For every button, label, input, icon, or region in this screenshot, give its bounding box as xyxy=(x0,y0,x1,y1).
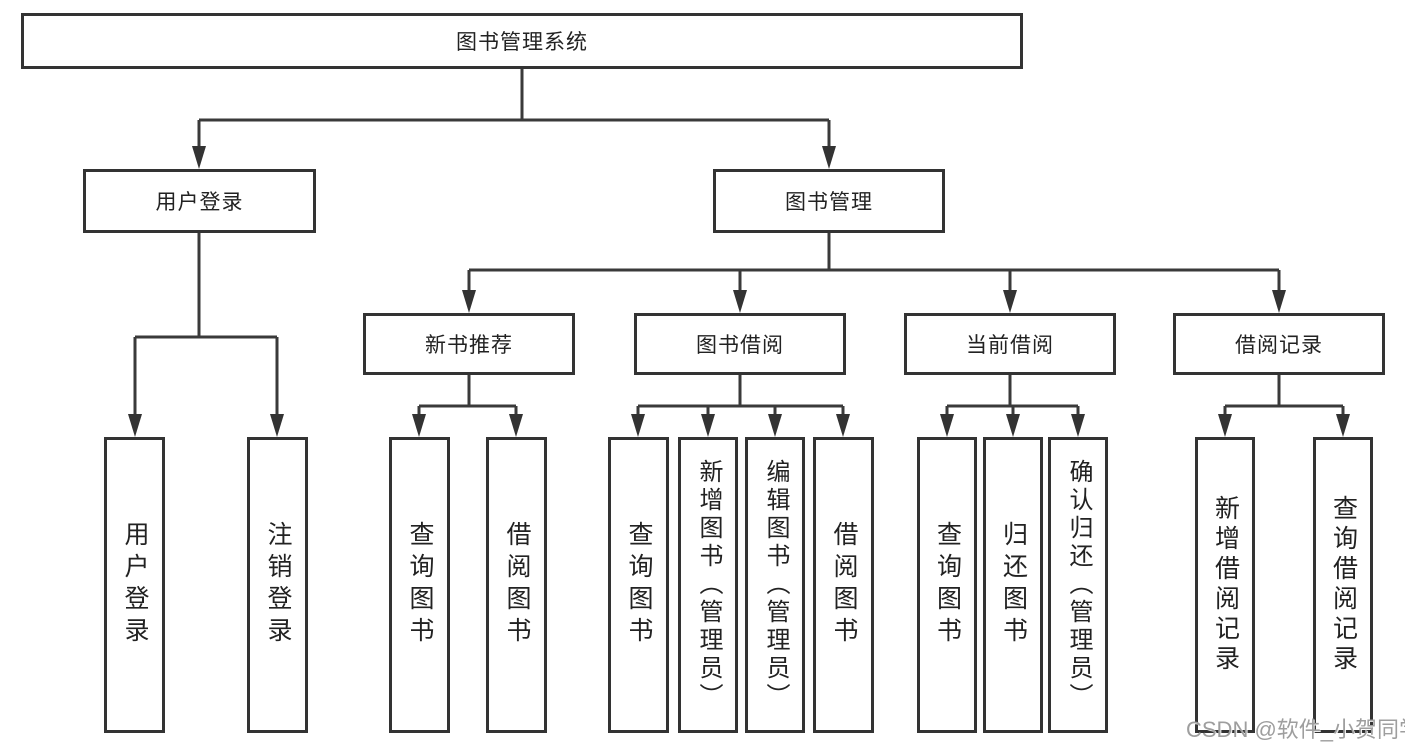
node-borrow-records: 借阅记录 xyxy=(1173,313,1385,375)
node-label: 图书借阅 xyxy=(696,334,784,357)
arrowhead xyxy=(192,146,206,169)
node-label: 借阅图书 xyxy=(503,521,531,649)
edge-new-book-recommend-to-leaves xyxy=(417,375,518,416)
node-label: 归还图书 xyxy=(999,521,1028,649)
arrowhead xyxy=(1218,414,1232,437)
arrowhead xyxy=(1336,414,1350,437)
leaf-add-books-admin: 新增图书（管理员） xyxy=(678,437,738,733)
arrowhead xyxy=(509,414,523,437)
node-label: 用户登录 xyxy=(155,191,244,214)
node-book-management: 图书管理 xyxy=(713,169,945,233)
arrowhead xyxy=(836,414,850,437)
arrowhead xyxy=(822,146,836,169)
node-label: 查询图书 xyxy=(625,521,653,649)
leaf-borrow-books-recommend: 借阅图书 xyxy=(486,437,547,733)
node-label: 新增借阅记录 xyxy=(1211,495,1240,675)
leaf-edit-books-admin: 编辑图书（管理员） xyxy=(745,437,805,733)
node-label: 查询图书 xyxy=(406,521,434,649)
node-current-borrow: 当前借阅 xyxy=(904,313,1116,375)
node-label: 查询图书 xyxy=(933,521,962,649)
arrowhead xyxy=(733,290,747,313)
node-user-login: 用户登录 xyxy=(83,169,316,233)
leaf-query-books-current: 查询图书 xyxy=(917,437,977,733)
node-label: 用户登录 xyxy=(121,521,149,649)
arrowhead xyxy=(631,414,645,437)
arrowhead xyxy=(1071,414,1085,437)
leaf-query-books-recommend: 查询图书 xyxy=(389,437,450,733)
arrowhead xyxy=(462,290,476,313)
node-label: 图书管理 xyxy=(785,191,873,214)
arrowhead xyxy=(1003,290,1017,313)
node-label: 当前借阅 xyxy=(966,334,1054,357)
csdn-watermark: CSDN @软件_小贺同学 xyxy=(1186,717,1405,742)
edge-root-to-level2 xyxy=(197,69,831,148)
leaf-query-borrow-record: 查询借阅记录 xyxy=(1313,437,1373,733)
node-label: 图书管理系统 xyxy=(456,31,588,54)
leaf-query-books-borrow: 查询图书 xyxy=(608,437,669,733)
arrowhead xyxy=(128,414,142,437)
arrowhead xyxy=(1006,414,1020,437)
node-label: 确认归还（管理员） xyxy=(1065,459,1092,711)
leaf-borrow-books: 借阅图书 xyxy=(813,437,874,733)
leaf-user-login: 用户登录 xyxy=(104,437,165,733)
arrowhead xyxy=(701,414,715,437)
arrowhead xyxy=(940,414,954,437)
node-label: 新书推荐 xyxy=(425,334,513,357)
edge-current-borrow-to-leaves xyxy=(945,375,1080,416)
arrowhead xyxy=(270,414,284,437)
arrowhead xyxy=(412,414,426,437)
node-label: 编辑图书（管理员） xyxy=(762,459,789,711)
node-label: 借阅记录 xyxy=(1235,334,1323,357)
edge-borrow-record-to-leaves xyxy=(1223,375,1345,416)
leaf-logout-login: 注销登录 xyxy=(247,437,308,733)
node-book-borrow: 图书借阅 xyxy=(634,313,846,375)
node-label: 新增图书（管理员） xyxy=(695,459,722,711)
node-label: 借阅图书 xyxy=(830,521,858,649)
leaf-confirm-return-admin: 确认归还（管理员） xyxy=(1048,437,1108,733)
edge-user-login-to-leaves xyxy=(133,233,279,416)
node-library-management-system: 图书管理系统 xyxy=(21,13,1023,69)
edge-book-management-to-level3 xyxy=(467,233,1281,292)
node-label: 注销登录 xyxy=(264,521,292,649)
arrowhead xyxy=(1272,290,1286,313)
leaf-add-borrow-record: 新增借阅记录 xyxy=(1195,437,1255,733)
node-label: 查询借阅记录 xyxy=(1329,495,1358,675)
arrowhead xyxy=(768,414,782,437)
node-new-book-recommend: 新书推荐 xyxy=(363,313,575,375)
leaf-return-books: 归还图书 xyxy=(983,437,1043,733)
edge-book-borrow-to-leaves xyxy=(636,375,845,416)
